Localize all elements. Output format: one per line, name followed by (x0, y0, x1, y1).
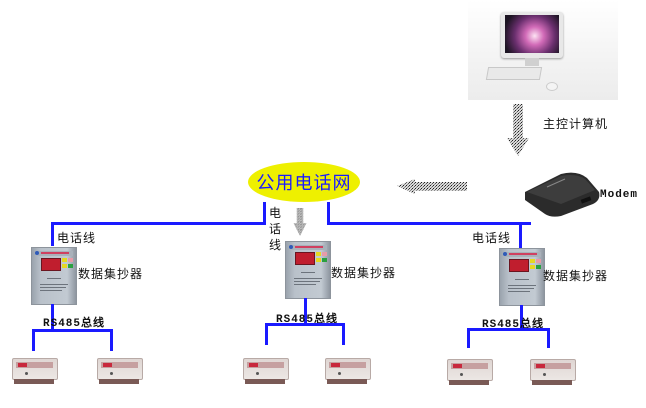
rs485-drop-left-a (32, 329, 35, 351)
phone-line-label-center: 电 话 线 (269, 206, 283, 252)
phone-line-label-right: 电话线 (472, 231, 512, 245)
host-computer-label: 主控计算机 (543, 117, 609, 131)
pstn-label: 公用电话网 (256, 173, 352, 194)
rs485-drop-right-a (467, 328, 470, 348)
phone-line-right (327, 222, 531, 225)
meter-icon (12, 356, 58, 386)
monitor-stand (525, 58, 539, 66)
rs485-stem-right (520, 305, 523, 330)
meter-icon (530, 357, 576, 387)
phone-line-right-drop (327, 202, 330, 224)
pstn-node: 公用电话网 (248, 162, 360, 202)
phone-line-label-left: 电话线 (57, 231, 97, 245)
keyboard-icon (485, 67, 543, 80)
rs485-drop-center-b (342, 323, 345, 345)
modem-label: Modem (600, 189, 639, 201)
rs485-bus-left (32, 329, 113, 332)
meter-icon (325, 356, 371, 386)
arrow-down-icon (507, 104, 529, 156)
rs485-drop-right-b (547, 328, 550, 348)
data-collector-left (31, 247, 77, 305)
phone-line-left-down (51, 222, 54, 246)
rs485-drop-center-a (265, 323, 268, 345)
phone-line-left (51, 222, 266, 225)
collector-label-center: 数据集抄器 (331, 266, 397, 280)
meter-icon (447, 357, 493, 387)
data-collector-right (499, 248, 545, 306)
phone-line-right-down (519, 222, 522, 248)
rs485-label-left: RS485总线 (43, 318, 106, 330)
collector-label-right: 数据集抄器 (543, 269, 609, 283)
meter-icon (97, 356, 143, 386)
mouse-icon (546, 82, 558, 91)
arrow-down-small-icon (293, 208, 307, 236)
rs485-bus-right (467, 328, 550, 331)
rs485-drop-left-b (110, 329, 113, 351)
data-collector-center (285, 241, 331, 299)
modem-icon (525, 172, 600, 217)
monitor-icon (501, 12, 563, 58)
meter-icon (243, 356, 289, 386)
arrow-left-icon (397, 179, 467, 194)
rs485-stem-left (51, 304, 54, 331)
rs485-bus-center (265, 323, 345, 326)
rs485-stem-center (304, 298, 307, 325)
phone-line-left-drop (263, 202, 266, 224)
collector-label-left: 数据集抄器 (78, 267, 144, 281)
